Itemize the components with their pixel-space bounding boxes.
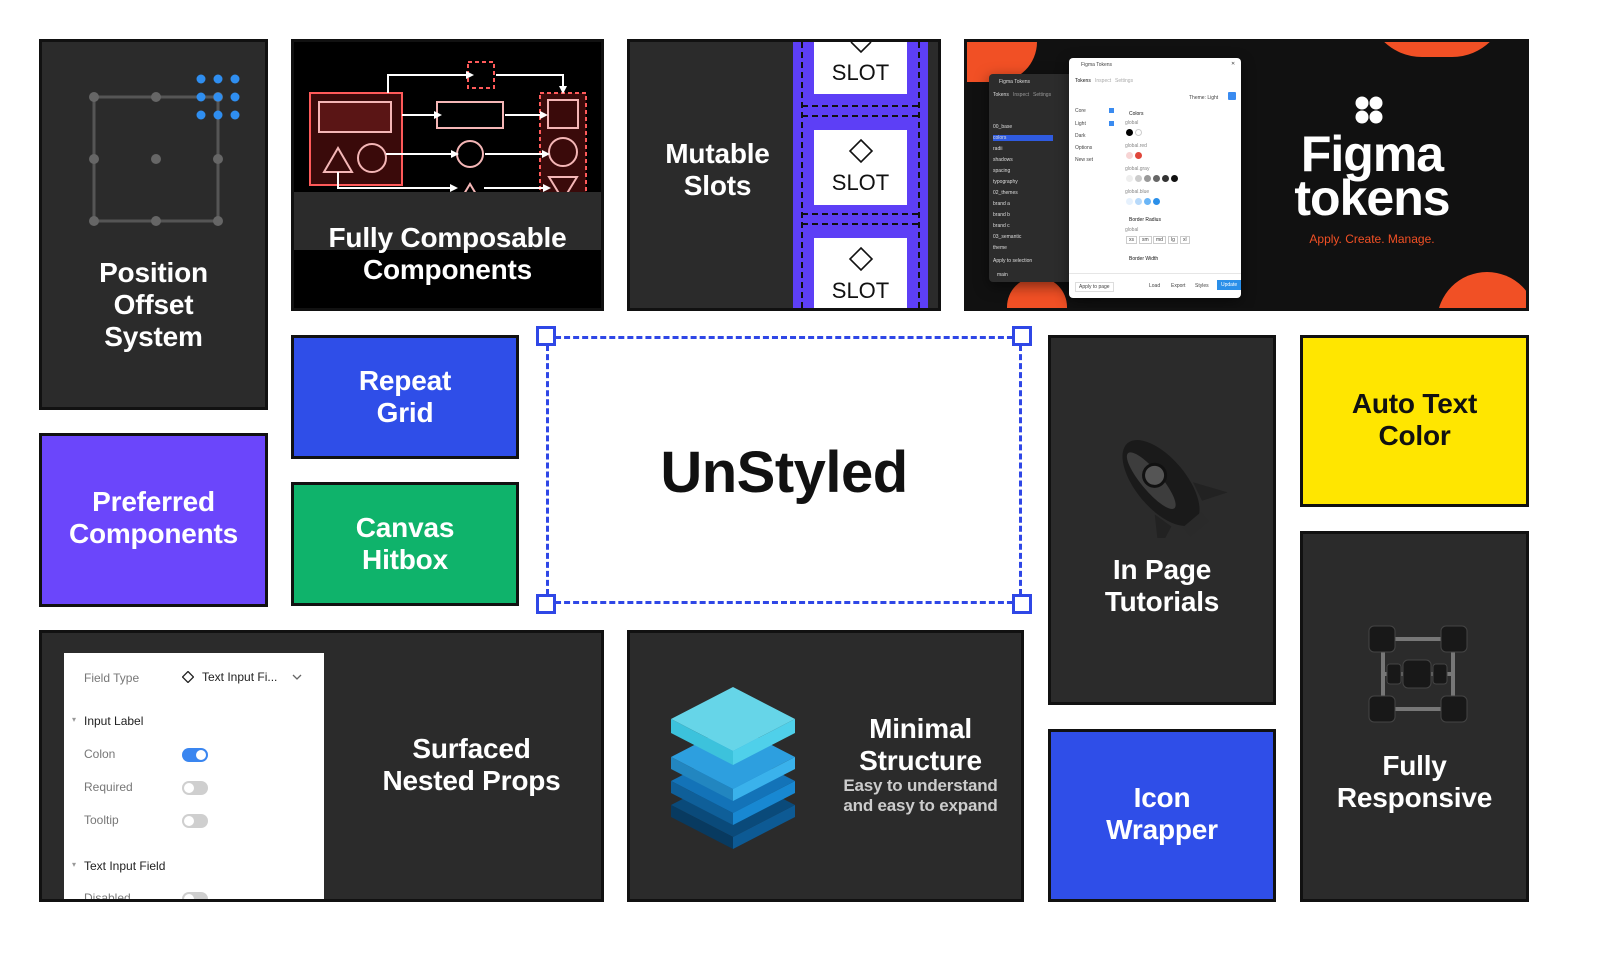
tile-minimal-structure[interactable]: Minimal Structure Easy to understand and…: [627, 630, 1024, 902]
diamond-icon: [848, 138, 874, 164]
resize-handle-bottom-left[interactable]: [536, 594, 556, 614]
field-type-label: Field Type: [84, 671, 140, 685]
slot-box[interactable]: SLOT: [814, 238, 907, 308]
resize-handle-top-left[interactable]: [536, 326, 556, 346]
position-grid-icon: [89, 74, 240, 226]
tile-label: Fully Responsive: [1336, 750, 1493, 813]
colon-label: Colon: [84, 747, 116, 761]
resize-handle-bottom-right[interactable]: [1012, 594, 1032, 614]
section-toggle-icon[interactable]: ▾: [72, 715, 77, 724]
resize-handle-top-right[interactable]: [1012, 326, 1032, 346]
tile-sublabel: Easy to understand and easy to expand: [843, 776, 998, 816]
figma-tokens-tagline: Apply. Create. Manage.: [1309, 232, 1435, 246]
tile-label: Preferred Components: [68, 486, 239, 549]
composable-diagram-icon: [309, 61, 587, 212]
slot-box[interactable]: SLOT: [814, 42, 907, 94]
field-properties-panel: Field Type Text Input Fi... ▾ Input Labe…: [64, 653, 324, 902]
tile-preferred-components[interactable]: Preferred Components: [39, 433, 268, 607]
responsive-cubes-icon: [1368, 625, 1468, 723]
tile-label: Repeat Grid: [358, 365, 452, 428]
tile-auto-text-color[interactable]: Auto Text Color: [1300, 335, 1529, 507]
tile-label: Minimal Structure: [859, 713, 982, 776]
tile-label: Surfaced Nested Props: [382, 733, 561, 796]
figma-tokens-title: Figma tokens: [1294, 126, 1450, 226]
tile-label: In Page Tutorials: [1104, 554, 1220, 617]
tile-mutable-slots[interactable]: Mutable Slots SLOT SLOT SLOT: [627, 39, 941, 311]
tile-fully-composable-components[interactable]: Fully Composable Components: [291, 39, 604, 311]
tile-icon-wrapper[interactable]: Icon Wrapper: [1048, 729, 1276, 902]
tile-fully-responsive[interactable]: Fully Responsive: [1300, 531, 1529, 902]
tile-label: Mutable Slots: [665, 138, 770, 201]
diamond-icon: [848, 246, 874, 272]
diamond-icon: [850, 42, 872, 54]
section-toggle-icon[interactable]: ▾: [72, 860, 77, 869]
tile-label: Auto Text Color: [1351, 388, 1478, 451]
tile-repeat-grid[interactable]: Repeat Grid: [291, 335, 519, 459]
tile-label: Icon Wrapper: [1106, 782, 1218, 845]
tile-label: Canvas Hitbox: [355, 512, 455, 575]
field-type-value: Text Input Fi...: [202, 670, 278, 684]
tile-label: Position Offset System: [99, 257, 208, 352]
slot-label: SLOT: [831, 170, 890, 195]
required-toggle[interactable]: [182, 781, 208, 795]
slot-label: SLOT: [831, 60, 890, 85]
tooltip-toggle[interactable]: [182, 814, 208, 828]
disabled-label: Disabled: [84, 891, 131, 902]
unstyled-title: UnStyled: [660, 440, 908, 505]
slot-label: SLOT: [831, 278, 890, 303]
required-label: Required: [84, 780, 133, 794]
rocket-icon: [1122, 440, 1228, 538]
tile-surfaced-nested-props[interactable]: Field Type Text Input Fi... ▾ Input Labe…: [39, 630, 604, 902]
slot-strip: SLOT SLOT SLOT: [793, 42, 928, 308]
orange-blob: [1367, 42, 1507, 57]
disabled-toggle[interactable]: [182, 892, 208, 899]
tile-figma-tokens[interactable]: Figma Tokens Tokens Inspect Settings 00_…: [964, 39, 1529, 311]
tile-in-page-tutorials[interactable]: In Page Tutorials: [1048, 335, 1276, 705]
field-type-select[interactable]: Text Input Fi...: [182, 667, 312, 687]
component-diamond-icon: [182, 671, 194, 683]
chevron-down-icon: [292, 674, 302, 680]
unstyled-selection-box[interactable]: UnStyled: [546, 336, 1022, 604]
colon-toggle[interactable]: [182, 748, 208, 762]
tile-label: Fully Composable Components: [328, 222, 567, 285]
figma-tokens-logo-icon: [1355, 96, 1383, 124]
layers-stack-icon: [671, 687, 795, 849]
tile-position-offset-system[interactable]: Position Offset System: [39, 39, 268, 410]
input-label-section: Input Label: [84, 714, 144, 728]
orange-blob: [1007, 277, 1067, 308]
tile-canvas-hitbox[interactable]: Canvas Hitbox: [291, 482, 519, 606]
slot-box[interactable]: SLOT: [814, 130, 907, 205]
orange-blob: [1437, 272, 1526, 308]
close-icon[interactable]: ✕: [1231, 61, 1236, 67]
tooltip-label: Tooltip: [84, 813, 119, 827]
figma-tokens-window: Figma Tokens ✕ Tokens Inspect Settings T…: [1069, 58, 1242, 298]
text-input-field-section: Text Input Field: [84, 859, 166, 873]
